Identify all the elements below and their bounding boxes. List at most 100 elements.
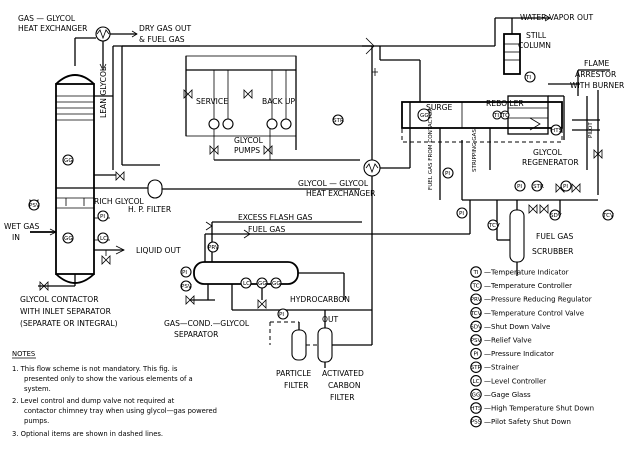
fuel-gas-scrubber — [462, 199, 598, 276]
label-still-column-1: STILL — [526, 31, 547, 40]
legend-symbol — [470, 334, 482, 346]
legend-tag: STR — [471, 365, 482, 371]
label-glycol-regenerator-1: GLYCOL — [533, 148, 563, 157]
label-still-column-2: COLUMN — [518, 41, 551, 50]
tag-pi-fuel: PI — [517, 184, 522, 190]
legend-symbol — [470, 415, 482, 428]
legend-tag: TI — [472, 270, 478, 276]
label-lean-glycol: LEAN GLYCOL — [99, 66, 108, 118]
note-2-b: contactor chimney tray when using glycol… — [24, 407, 217, 415]
label-activated-carbon-1: ACTIVATED — [322, 369, 364, 378]
legend-tag: TCV — [470, 311, 482, 317]
tag-pi-separator: PI — [182, 270, 187, 276]
legend-tag: GG — [472, 392, 481, 398]
label-glycol-pumps-1: GLYCOL — [234, 136, 264, 145]
legend-description: —Temperature Indicator — [484, 269, 569, 277]
label-hydrocarbon: HYDROCARBON — [290, 295, 350, 304]
tag-gg-surge: GG — [420, 113, 429, 119]
legend-tag: LC — [472, 379, 479, 385]
legend-symbol — [470, 266, 482, 278]
label-dry-gas-out-2: & FUEL GAS — [139, 35, 185, 44]
legend-symbol — [470, 402, 482, 414]
legend-symbol — [470, 293, 482, 305]
legend-row: TCV—Temperature Control Valve — [470, 307, 584, 319]
still-column — [494, 14, 551, 75]
legend-symbol — [470, 307, 482, 319]
legend-row: LC—Level Controller — [470, 375, 546, 387]
legend-row: SDV—Shut Down Valve — [470, 320, 550, 333]
label-service: SERVICE — [196, 97, 228, 106]
label-gcg-separator-1: GAS—COND.—GLYCOL — [164, 319, 250, 328]
tag-gg-separator-2: GG — [272, 281, 281, 287]
legend-tag: SDV — [470, 324, 482, 330]
label-contactor-3: (SEPARATE OR INTEGRAL) — [20, 319, 118, 328]
legend-description: —Pilot Safety Shut Down — [484, 418, 571, 426]
label-glycol-pumps-2: PUMPS — [234, 146, 260, 155]
legend-row: PSV—Relief Valve — [470, 334, 532, 346]
label-surge: SURGE — [426, 103, 453, 112]
legend-tag: PSV — [471, 338, 482, 344]
activated-carbon-filter — [306, 288, 373, 368]
tag-pi-fuel-2: PI — [563, 184, 568, 190]
label-flame-arrestor-2: ARRESTOR — [575, 70, 617, 79]
burner-pilot — [529, 90, 603, 195]
label-water-vapor-out: WATER VAPOR OUT — [520, 13, 594, 22]
tag-prv-separator: PRV — [208, 245, 219, 251]
glycol-glycol-heat-exchanger — [362, 37, 495, 288]
legend-symbol — [470, 347, 482, 360]
label-liquid-out: LIQUID OUT — [136, 246, 181, 255]
label-glycol-glycol-hx-2: HEAT EXCHANGER — [306, 189, 376, 198]
tag-str-fuel: STR — [533, 184, 544, 190]
tag-hts-reboiler: HTS — [551, 128, 563, 134]
label-glycol-glycol-hx-1: GLYCOL — GLYCOL — [298, 179, 369, 188]
tag-gg-separator: GG — [258, 281, 267, 287]
legend-symbol — [470, 279, 482, 292]
label-reboiler: REBOILER — [486, 99, 524, 108]
tag-pi-contactor: PI — [100, 214, 105, 220]
label-dry-gas-out-1: DRY GAS OUT — [139, 24, 192, 33]
tag-sdv-fuel: SDV — [550, 213, 562, 219]
legend-description: —Strainer — [484, 364, 519, 372]
label-activated-carbon-2: CARBON — [328, 381, 361, 390]
note-1-c: system. — [24, 385, 51, 393]
tag-psv-separator: PSV — [181, 284, 192, 290]
glycol-regenerator — [372, 46, 610, 200]
note-2-a: 2. Level control and dump valve not requ… — [12, 397, 175, 405]
legend-row: PI—Pressure Indicator — [470, 347, 554, 360]
tag-gg-contactor: GG — [64, 158, 73, 164]
legend-row: TC—Temperature Controller — [470, 279, 572, 292]
tag-lc-separator: LC — [243, 281, 250, 287]
legend-symbol — [470, 361, 482, 373]
legend-row: STR—Strainer — [470, 361, 519, 373]
legend-tag: HTS — [470, 406, 482, 412]
tag-pi-filter: PI — [279, 312, 284, 318]
note-3: 3. Optional items are shown in dashed li… — [12, 430, 163, 438]
legend-row: PRV—Pressure Reducing Regulator — [470, 293, 592, 305]
instrument-tags: PI LC GG GG PSV STR GG TI TC TI HTS STR … — [29, 75, 614, 318]
label-gcg-separator-2: SEPARATOR — [174, 330, 219, 339]
notes-title: NOTES — [12, 350, 35, 358]
legend-description: —Gage Glass — [484, 391, 531, 399]
tag-tcv-fuel: TCV — [602, 213, 614, 219]
legend-tag: PSS — [471, 420, 482, 426]
legend-tag: TC — [472, 284, 480, 290]
legend-symbol — [470, 388, 482, 401]
label-hp-filter: H. P. FILTER — [128, 205, 172, 214]
tag-lc-contactor: LC — [100, 236, 107, 242]
gas-cond-glycol-separator — [185, 261, 372, 311]
legend-description: —High Temperature Shut Down — [484, 405, 594, 413]
note-2-c: pumps. — [24, 417, 49, 425]
label-flame-arrestor-1: FLAME — [584, 59, 610, 68]
tag-gg-contactor-2: GG — [64, 236, 73, 242]
legend-description: —Relief Valve — [484, 337, 532, 345]
label-particle-filter-2: FILTER — [284, 381, 309, 390]
note-1-a: 1. This flow scheme is not mandatory. Th… — [12, 365, 178, 373]
legend-row: HTS—High Temperature Shut Down — [470, 402, 594, 414]
tag-ti-reboiler: TI — [493, 113, 499, 119]
gas-glycol-heat-exchanger — [74, 26, 130, 71]
legend-symbol — [470, 375, 482, 387]
label-pilot: PILOT — [588, 122, 594, 138]
notes-section: NOTES 1. This flow scheme is not mandato… — [12, 350, 217, 438]
instrument-bubbles — [28, 71, 614, 320]
